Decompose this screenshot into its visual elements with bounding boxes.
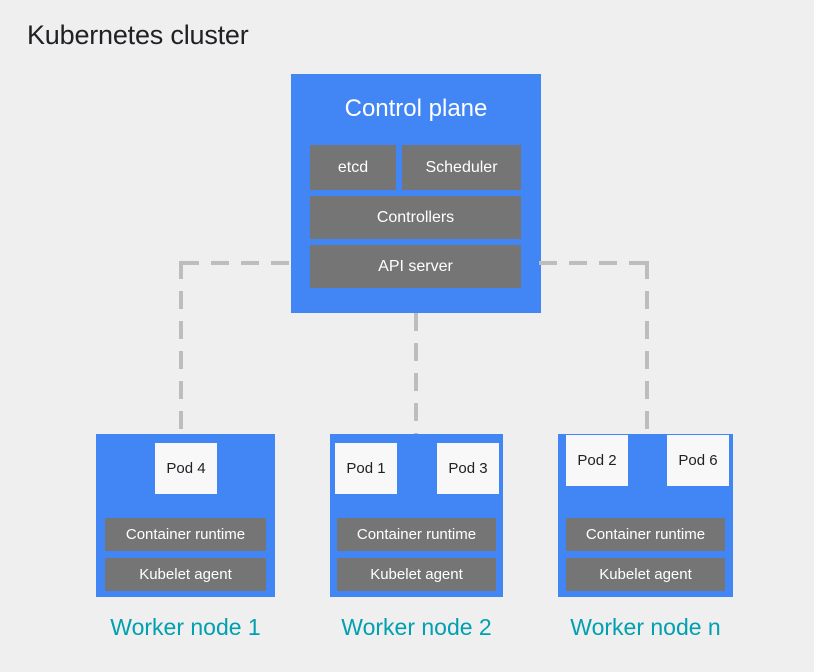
worker-node-n-pod-6: Pod 6: [667, 435, 729, 486]
worker-node-2-kubelet-agent: Kubelet agent: [337, 558, 496, 591]
worker-node-n-box: Pod 2 Pod 6 Container runtime Kubelet ag…: [558, 434, 733, 597]
connector-api-server-to-worker-1-horizontal: [181, 261, 293, 265]
worker-node-1-kubelet-agent: Kubelet agent: [105, 558, 266, 591]
worker-node-2-container-runtime: Container runtime: [337, 518, 496, 551]
worker-node-n-container-runtime: Container runtime: [566, 518, 725, 551]
worker-node-2-pod-1: Pod 1: [335, 443, 397, 494]
worker-node-2-label: Worker node 2: [341, 614, 492, 640]
worker-node-n-label: Worker node n: [570, 614, 721, 640]
worker-node-n-kubelet-agent: Kubelet agent: [566, 558, 725, 591]
connector-api-server-to-worker-n-vertical: [645, 261, 649, 436]
control-plane-component-scheduler: Scheduler: [402, 145, 521, 190]
worker-node-1-container-runtime: Container runtime: [105, 518, 266, 551]
worker-node-2-box: Pod 1 Pod 3 Container runtime Kubelet ag…: [330, 434, 503, 597]
control-plane-component-etcd: etcd: [310, 145, 396, 190]
worker-node-1-label: Worker node 1: [110, 614, 261, 640]
control-plane-component-controllers: Controllers: [310, 196, 521, 239]
page-title: Kubernetes cluster: [27, 20, 249, 50]
worker-node-1-pod-4: Pod 4: [155, 443, 217, 494]
control-plane-component-api-server: API server: [310, 245, 521, 288]
control-plane-title: Control plane: [344, 95, 488, 122]
worker-node-n-pod-2: Pod 2: [566, 435, 628, 486]
connector-api-server-to-worker-n-horizontal: [539, 261, 650, 265]
worker-node-2-pod-3: Pod 3: [437, 443, 499, 494]
control-plane-box: Control plane etcd Scheduler Controllers…: [291, 74, 541, 313]
worker-node-1-box: Pod 4 Container runtime Kubelet agent: [96, 434, 275, 597]
connector-api-server-to-worker-1-vertical: [179, 261, 183, 436]
connector-api-server-to-worker-2-vertical: [414, 313, 418, 436]
